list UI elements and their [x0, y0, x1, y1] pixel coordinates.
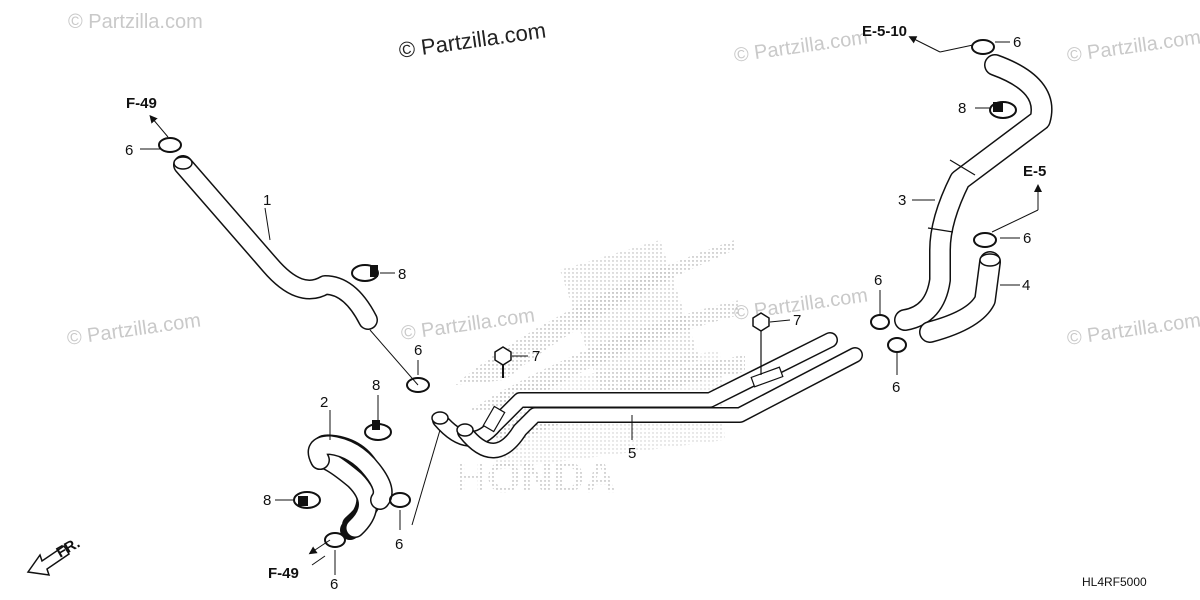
- watermark: © Partzilla.com: [400, 304, 537, 345]
- clamp: [973, 232, 997, 248]
- part-label-4: 4: [1022, 277, 1030, 294]
- part-label-6: 6: [330, 576, 338, 593]
- part-label-6: 6: [874, 272, 882, 289]
- bolt-icon: [752, 312, 770, 375]
- clamp-8: [364, 420, 392, 441]
- clamp-8: [989, 101, 1017, 119]
- part-label-6: 6: [395, 536, 403, 553]
- watermark: © Partzilla.com: [66, 309, 203, 350]
- clamp: [324, 532, 346, 548]
- clamp: [389, 492, 411, 508]
- honda-wing-logo: HONDA: [455, 240, 745, 502]
- leader-lines: [140, 41, 1020, 575]
- watermark: © Partzilla.com: [1066, 309, 1200, 350]
- part-label-8: 8: [958, 100, 966, 117]
- clamp-8: [351, 264, 379, 282]
- part-labels: 1 2 3 4 5 6 6 6 6 6 6 6 6 7 7 8 8 8 8: [125, 34, 1031, 593]
- part-label-2: 2: [320, 394, 328, 411]
- part-label-5: 5: [628, 445, 636, 462]
- part-label-6: 6: [1013, 34, 1021, 51]
- diagram-code: HL4RF5000: [1082, 575, 1147, 589]
- part-label-7: 7: [793, 312, 801, 329]
- watermark-main: © Partzilla.com: [397, 18, 547, 63]
- part-label-6: 6: [1023, 230, 1031, 247]
- part-label-8: 8: [372, 377, 380, 394]
- hose-1: [173, 155, 378, 330]
- clamp-8: [293, 491, 321, 509]
- hose-3: [894, 54, 1053, 331]
- bolt-icon: [494, 346, 512, 378]
- part-label-8: 8: [263, 492, 271, 509]
- part-label-1: 1: [263, 192, 271, 209]
- part-label-6: 6: [892, 379, 900, 396]
- part-label-6: 6: [414, 342, 422, 359]
- pipe-5: [431, 332, 863, 459]
- hose-2: [307, 434, 393, 540]
- reference-arrows: [149, 36, 1042, 555]
- clamp: [887, 337, 907, 353]
- ref-label-e510: E-5-10: [862, 23, 907, 40]
- clamp: [158, 137, 182, 153]
- ref-label-f49: F-49: [268, 565, 299, 582]
- part-label-3: 3: [898, 192, 906, 209]
- part-label-7: 7: [532, 348, 540, 365]
- ref-label-f49: F-49: [126, 95, 157, 112]
- clamps-6: [158, 39, 997, 548]
- clamp: [406, 377, 430, 393]
- watermark: © Partzilla.com: [1066, 26, 1200, 67]
- bolts-7: [494, 312, 770, 378]
- ref-label-e5: E-5: [1023, 163, 1046, 180]
- hose-4: [919, 251, 1001, 343]
- clamp: [870, 314, 890, 330]
- reference-labels: F-49 F-49 E-5-10 E-5: [126, 23, 1046, 582]
- front-arrow: FR.: [26, 535, 83, 576]
- watermark: © Partzilla.com: [68, 11, 203, 33]
- honda-logo-text: HONDA: [455, 453, 616, 502]
- part-label-6: 6: [125, 142, 133, 159]
- clamp: [971, 39, 995, 55]
- watermark: © Partzilla.com: [733, 26, 870, 67]
- part-label-8: 8: [398, 266, 406, 283]
